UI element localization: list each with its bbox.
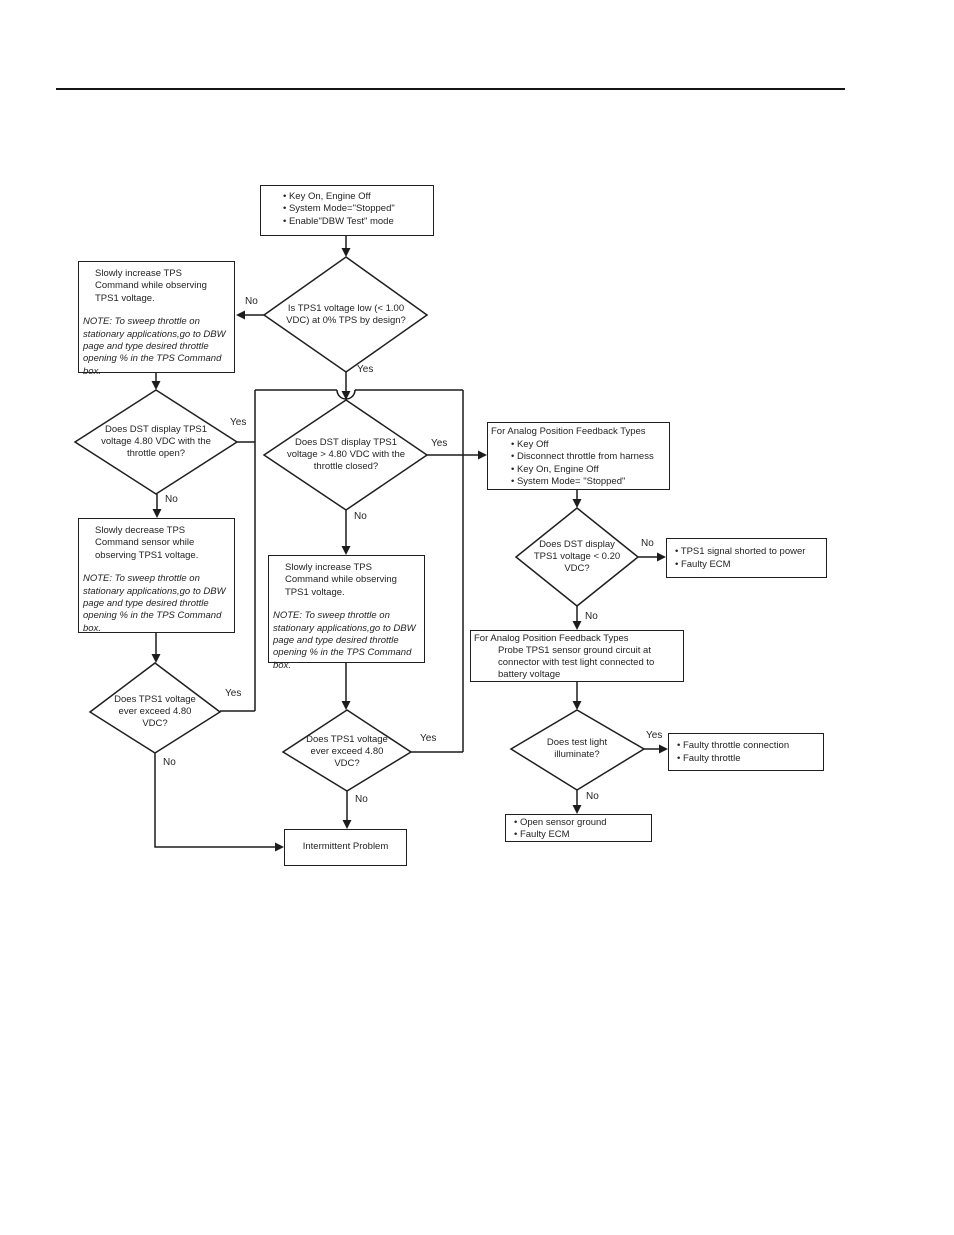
- connector-lines: [154, 236, 659, 848]
- decision-text-throttle-closed: Does DST display TPS1 voltage > 4.80 VDC…: [286, 437, 406, 472]
- arrow-into-d1: [341, 248, 351, 257]
- box-line: • Disconnect throttle from harness: [511, 451, 654, 462]
- arrowheads: [151, 248, 668, 852]
- process-box-increase-tps: Slowly increase TPS Command while observ…: [78, 261, 235, 377]
- edge-label-yes: Yes: [431, 438, 448, 449]
- arrow-into-box2: [152, 509, 162, 518]
- process-text: Slowly increase TPS Command while observ…: [285, 562, 397, 598]
- diamond-throttle-open: [73, 389, 239, 495]
- start-box-line: • System Mode="Stopped": [283, 203, 395, 215]
- decision-diamonds: [73, 256, 646, 792]
- start-box: • Key On, Engine Off • System Mode="Stop…: [260, 185, 434, 236]
- box-title: For Analog Position Feedback Types: [474, 633, 629, 644]
- arrow-into-mbox: [341, 546, 351, 555]
- edge-label-yes: Yes: [225, 688, 242, 699]
- box-body: Probe TPS1 sensor ground circuit at conn…: [498, 645, 655, 680]
- edge-label-yes: Yes: [230, 417, 247, 428]
- start-box-line: • Enable"DBW Test" mode: [283, 215, 394, 227]
- arrow-into-rb3: [572, 621, 582, 630]
- process-text: Slowly increase TPS Command while observ…: [95, 268, 207, 304]
- decision-text-exceed-left: Does TPS1 voltage ever exceed 4.80 VDC?: [114, 694, 196, 729]
- decision-text-throttle-open: Does DST display TPS1 voltage 4.80 VDC w…: [101, 424, 211, 459]
- box-lines: • Key Off • Disconnect throttle from har…: [511, 439, 667, 489]
- edge-label-no: No: [586, 791, 599, 802]
- arrow-into-r2: [572, 701, 582, 710]
- process-text: Slowly decrease TPS Command sensor while…: [95, 525, 199, 561]
- edge-label-yes: Yes: [357, 364, 374, 375]
- box-line: • Faulty throttle: [677, 753, 741, 764]
- result-box-open-ground: • Open sensor ground • Faulty ECM: [505, 814, 652, 842]
- edge-label-no: No: [165, 494, 178, 505]
- diamond-exceed-left: [88, 662, 222, 754]
- process-box-probe-ground: For Analog Position Feedback Types Probe…: [470, 630, 684, 682]
- box-line: • Faulty ECM: [675, 559, 731, 570]
- box-line: • Key On, Engine Off: [511, 463, 599, 475]
- box-line: • System Mode= "Stopped": [511, 476, 626, 487]
- edge-label-no: No: [245, 296, 258, 307]
- edge-label-no: No: [355, 794, 368, 805]
- box-line: • Key Off: [511, 438, 549, 450]
- arrow-into-r1: [572, 499, 582, 508]
- diamond-voltage-020: [514, 507, 640, 607]
- diamond-test-light: [509, 709, 646, 791]
- edge-label-yes: Yes: [420, 733, 437, 744]
- arrow-into-rb4: [659, 744, 668, 754]
- edge-l2-no: [154, 753, 275, 848]
- process-box-decrease-tps: Slowly decrease TPS Command sensor while…: [78, 518, 235, 634]
- arrow-into-m2: [341, 701, 351, 710]
- arrow-into-rb2: [657, 552, 666, 562]
- box-lines: • TPS1 signal shorted to power • Faulty …: [675, 545, 824, 571]
- start-box-line: • Key On, Engine Off: [283, 191, 371, 202]
- arrow-into-rb1: [478, 450, 487, 460]
- result-box-shorted-power: • TPS1 signal shorted to power • Faulty …: [666, 538, 827, 578]
- note-text: NOTE: To sweep throttle on stationary ap…: [273, 610, 416, 671]
- start-box-lines: • Key On, Engine Off • System Mode="Stop…: [283, 191, 433, 228]
- box-title: For Analog Position Feedback Types: [491, 426, 646, 437]
- box-lines: • Faulty throttle connection • Faulty th…: [677, 739, 821, 765]
- box-line: • Faulty ECM: [514, 828, 570, 840]
- arrow-into-l2: [151, 654, 161, 663]
- box-line: • TPS1 signal shorted to power: [675, 546, 806, 557]
- diamond-throttle-closed: [262, 399, 429, 511]
- edge-label-no: No: [163, 757, 176, 768]
- process-box-increase-tps-mid: Slowly increase TPS Command while observ…: [268, 555, 425, 671]
- result-box-faulty-throttle: • Faulty throttle connection • Faulty th…: [668, 733, 824, 771]
- box-lines: • Open sensor ground • Faulty ECM: [514, 817, 649, 840]
- decision-text-test-light: Does test light illuminate?: [546, 737, 608, 760]
- diamond-exceed-mid: [281, 709, 413, 792]
- arrow-into-l1: [151, 381, 161, 390]
- diamond-tps1-low: [262, 256, 429, 373]
- arrow-into-intermittent-top: [342, 820, 352, 829]
- box-line: • Open sensor ground: [514, 817, 607, 828]
- arrow-into-m1: [341, 391, 351, 400]
- decision-text-exceed-mid: Does TPS1 voltage ever exceed 4.80 VDC?: [306, 734, 388, 769]
- edge-label-no: No: [641, 538, 654, 549]
- arrow-into-box1: [236, 310, 245, 320]
- note-text: NOTE: To sweep throttle on stationary ap…: [83, 316, 226, 377]
- arrow-into-intermittent-left: [275, 842, 284, 852]
- box-line: • Faulty throttle connection: [677, 740, 790, 751]
- decision-text-voltage-020: Does DST display TPS1 voltage < 0.20 VDC…: [533, 539, 621, 574]
- edge-label-no: No: [354, 511, 367, 522]
- page-header-rule: [56, 88, 845, 90]
- process-box-analog-disconnect: For Analog Position Feedback Types • Key…: [487, 422, 670, 490]
- arrow-into-rb5: [572, 805, 582, 814]
- terminal-box-intermittent: Intermittent Problem: [284, 829, 407, 866]
- edge-label-yes: Yes: [646, 730, 663, 741]
- edge-label-no: No: [585, 611, 598, 622]
- decision-text-tps1-low: Is TPS1 voltage low (< 1.00 VDC) at 0% T…: [286, 303, 406, 326]
- note-text: NOTE: To sweep throttle on stationary ap…: [83, 573, 226, 634]
- terminal-text: Intermittent Problem: [302, 841, 389, 853]
